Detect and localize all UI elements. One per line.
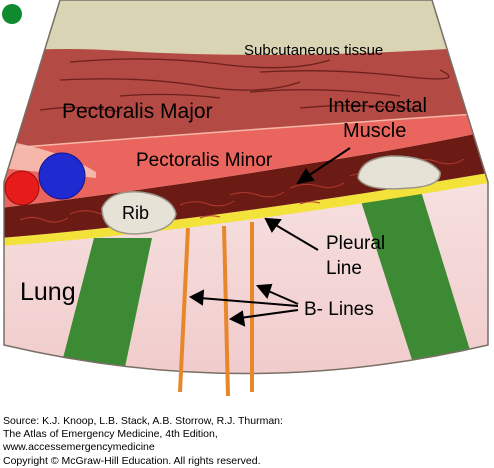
label-subcutaneous: Subcutaneous tissue (244, 42, 383, 59)
b-lines-arrowhead-3 (256, 283, 273, 300)
source-line-3: www.accessemergencymedicine (3, 441, 155, 454)
pleural-arrowhead (264, 217, 282, 233)
label-pleural-line2: Line (326, 258, 362, 279)
lung-stripe-left (62, 238, 152, 372)
ultrasound-fan-outline (3, 0, 489, 375)
annotation-arrows (188, 147, 351, 327)
label-intercostal-line2: Muscle (343, 120, 406, 142)
probe-marker-dot (2, 4, 22, 24)
subcutaneous-layer (4, 0, 488, 55)
lung-stripe-right (358, 188, 470, 366)
pectoralis-major-fibers (39, 58, 450, 113)
pectoralis-minor-fascia (4, 110, 488, 150)
label-pectoralis-major: Pectoralis Major (62, 100, 213, 123)
lung-ultrasound-diagram: Subcutaneous tissue Pectoralis Major Int… (2, 0, 489, 397)
pleural-arrow (273, 223, 319, 251)
vessel-red (4, 170, 40, 206)
b-lines-arrow-1 (199, 297, 299, 307)
b-lines-arrow-3 (265, 289, 299, 305)
label-intercostal-line1: Inter-costal (328, 95, 427, 117)
source-line-2: The Atlas of Emergency Medicine, 4th Edi… (3, 428, 218, 441)
rib-left (101, 191, 177, 235)
pectoralis-minor-layer (4, 112, 488, 208)
vessel-blue (38, 152, 86, 200)
label-rib: Rib (122, 203, 149, 223)
source-citation: Source: K.J. Knoop, L.B. Stack, A.B. Sto… (3, 415, 491, 468)
b-lines-arrowhead-2 (228, 310, 246, 327)
rib-right (357, 155, 441, 190)
b-line-1 (178, 227, 190, 393)
b-lines-arrowhead-1 (188, 289, 205, 306)
b-lines-arrow-2 (239, 309, 299, 319)
b-line-2 (222, 225, 230, 397)
intercostal-arrow (304, 147, 351, 179)
intercostal-arrowhead (295, 168, 315, 185)
source-line-1: Source: K.J. Knoop, L.B. Stack, A.B. Sto… (3, 415, 283, 427)
label-pleural-line1: Pleural (326, 233, 385, 254)
label-lung: Lung (20, 278, 76, 306)
label-b-lines: B- Lines (304, 299, 374, 320)
b-lines (178, 222, 254, 397)
label-pectoralis-minor: Pectoralis Minor (136, 150, 273, 171)
source-line-4: Copyright © McGraw-Hill Education. All r… (3, 454, 261, 467)
